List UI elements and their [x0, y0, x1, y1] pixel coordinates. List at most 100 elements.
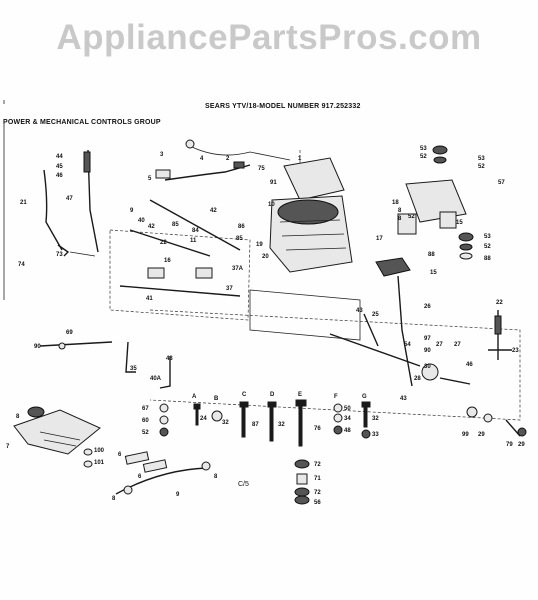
engine-head — [277, 199, 339, 225]
frame-dashed-left — [109, 229, 251, 321]
model-number-title: SEARS YTV/18-MODEL NUMBER 917.252332 — [205, 103, 361, 110]
callout-34: 34 — [344, 416, 351, 422]
callout-91: 91 — [270, 180, 277, 186]
callout-19: 19 — [256, 242, 263, 248]
callout-53b: 53 — [478, 156, 485, 162]
shaft-41 — [119, 285, 241, 297]
callout-60: 60 — [142, 418, 149, 424]
callout-79: 79 — [506, 442, 513, 448]
callout-45: 45 — [56, 164, 63, 170]
callout-10: 10 — [268, 202, 275, 208]
washer-52a — [433, 156, 447, 164]
callout-56: 56 — [314, 500, 321, 506]
throttle-cable — [164, 164, 251, 181]
callout-32a: 32 — [222, 420, 229, 426]
callout-37: 37 — [226, 286, 233, 292]
rod-69 — [39, 341, 113, 347]
callout-9b: 9 — [176, 492, 180, 498]
callout-67: 67 — [142, 406, 149, 412]
callout-43b: 43 — [166, 356, 173, 362]
callout-57: 57 — [498, 180, 505, 186]
callout-33: 33 — [372, 432, 379, 438]
callout-72b: 72 — [314, 490, 321, 496]
callout-90: 90 — [34, 344, 41, 350]
callout-D: D — [270, 392, 275, 398]
callout-40: 40 — [138, 218, 145, 224]
callout-53a: 53 — [420, 146, 427, 152]
washer-29b — [517, 427, 527, 437]
knob-8e — [201, 461, 211, 471]
callout-52c: 52 — [408, 214, 415, 220]
washer-100 — [83, 448, 93, 456]
callout-22b: 22 — [496, 300, 503, 306]
callout-74: 74 — [18, 262, 25, 268]
engine-fins — [279, 219, 347, 251]
callout-8d: 8 — [112, 496, 116, 502]
callout-46b: 46 — [466, 362, 473, 368]
washer-53a — [432, 145, 448, 155]
lever-foot — [57, 244, 70, 257]
callout-53c: 53 — [484, 234, 491, 240]
callout-2: 2 — [226, 156, 230, 162]
arm-35 — [125, 341, 136, 373]
callout-52a: 52 — [420, 154, 427, 160]
callout-6a: 6 — [118, 452, 122, 458]
callout-87: 87 — [252, 422, 259, 428]
callout-90b: 90 — [424, 348, 431, 354]
pedal-15 — [375, 257, 411, 277]
callout-15: 15 — [456, 220, 463, 226]
center-plate — [249, 289, 361, 341]
callout-46: 46 — [56, 173, 63, 179]
callout-35: 35 — [130, 366, 137, 372]
callout-1: 1 — [298, 156, 302, 162]
pin-79 — [505, 419, 521, 437]
callout-52e: 52 — [142, 430, 149, 436]
callout-42a: 42 — [148, 224, 155, 230]
washer-88b — [459, 252, 473, 260]
callout-85a: 85 — [172, 222, 179, 228]
callout-29a: 29 — [478, 432, 485, 438]
callout-75: 75 — [258, 166, 265, 172]
callout-4: 4 — [200, 156, 204, 162]
callout-23: 23 — [512, 348, 519, 354]
callout-44: 44 — [56, 154, 63, 160]
callout-E: E — [298, 392, 302, 398]
callout-17: 17 — [376, 236, 383, 242]
callout-52d: 52 — [484, 244, 491, 250]
callout-47: 47 — [66, 196, 73, 202]
callout-97: 97 — [424, 336, 431, 342]
callout-25: 25 — [372, 312, 379, 318]
frame-dashed-body — [149, 309, 521, 421]
callout-48: 48 — [344, 428, 351, 434]
callout-84: 84 — [192, 228, 199, 234]
knob-8d — [123, 485, 133, 495]
shaft-43 — [329, 333, 421, 367]
group-title: POWER & MECHANICAL CONTROLS GROUP — [3, 119, 161, 126]
callout-88b: 88 — [484, 256, 491, 262]
pad-ribs — [39, 431, 81, 447]
link-73 — [69, 251, 96, 257]
rod-46 — [439, 377, 471, 385]
callout-18: 18 — [392, 200, 399, 206]
washer-101 — [83, 460, 93, 468]
callout-37a: 37A — [232, 266, 244, 272]
callout-99: 99 — [462, 432, 469, 438]
callout-16: 16 — [164, 258, 171, 264]
callout-21: 21 — [20, 200, 27, 206]
callout-88a: 88 — [428, 252, 435, 258]
callout-76: 76 — [314, 426, 321, 432]
page-code: C/5 — [238, 481, 249, 488]
callout-41: 41 — [146, 296, 153, 302]
washer-29a — [483, 413, 493, 423]
block-17 — [397, 213, 417, 235]
callout-27b: 27 — [454, 342, 461, 348]
callout-9: 9 — [130, 208, 134, 214]
washer-99 — [466, 406, 478, 418]
spring-25 — [363, 313, 379, 347]
cable-clip-2 — [233, 161, 245, 169]
callout-40a: 40A — [150, 376, 162, 382]
pedal-pad-7 — [13, 409, 101, 455]
callout-43a: 43 — [356, 308, 363, 314]
callout-42b: 42 — [210, 208, 217, 214]
callout-50: 50 — [344, 406, 351, 412]
